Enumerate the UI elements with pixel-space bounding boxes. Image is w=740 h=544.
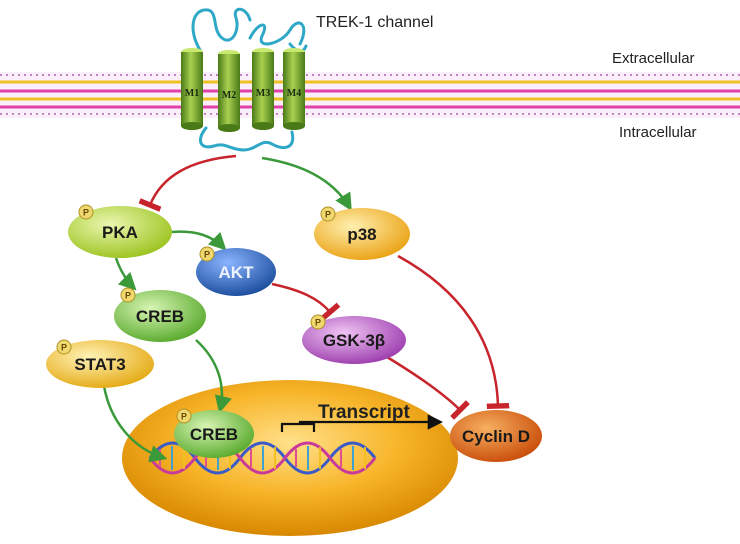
transcript-label: Transcript [318,402,411,423]
channel-label: TREK-1 channel [316,14,433,31]
svg-text:P: P [83,208,89,218]
cell-membrane [0,72,740,118]
segment-m2-label: M2 [222,90,236,101]
node-gsk3b-label: GSK-3β [323,331,385,350]
edge-stat3-activates-dna [102,385,168,463]
node-akt-label: AKT [219,263,255,282]
segment-m4-label: M4 [287,88,301,99]
node-cyclin-d-label: Cyclin D [462,427,530,446]
node-stat3-label: STAT3 [74,355,125,374]
segment-m1-label: M1 [185,88,199,99]
edge-gsk3b-inhibits-cyclin-d [381,352,470,420]
phospho-badge-p38: P [320,206,336,222]
edge-p38-inhibits-cyclin-d [397,254,510,410]
intracellular-label: Intracellular [619,124,697,141]
node-creb-nucleus: CREB [174,410,254,458]
svg-text:P: P [61,343,67,353]
edge-creb-activates-nuclear-creb [195,339,232,414]
svg-text:P: P [181,412,187,422]
phospho-badge-akt: P [199,246,215,262]
segment-m3-label: M3 [256,88,270,99]
node-pka: PKA [68,206,172,258]
edge-channel-inhibits-pka [138,154,237,212]
node-gsk3b: GSK-3β [302,316,406,364]
edge-pka-activates-creb [114,257,137,291]
node-stat3: STAT3 [46,340,154,388]
channel-loops [191,7,308,152]
phospho-badge-creb: P [120,287,136,303]
edges [102,154,510,463]
transcript-arrow [280,422,440,432]
transmembrane-segments: M1 M2 M3 M4 [181,48,305,132]
edge-akt-inhibits-gsk3b [271,282,341,322]
extracellular-label: Extracellular [612,50,695,67]
svg-text:P: P [125,291,131,301]
edge-pka-activates-akt [171,230,227,251]
trek1-channel: M1 M2 M3 M4 [181,7,308,152]
node-cyclin-d: Cyclin D [450,410,542,462]
svg-text:P: P [315,318,321,328]
node-p38: p38 [314,208,410,260]
node-creb-nucleus-label: CREB [190,425,238,444]
node-creb-label: CREB [136,307,184,326]
node-pka-label: PKA [102,223,138,242]
phospho-badge-stat3: P [56,339,72,355]
node-akt: AKT [196,248,276,296]
phospho-badge-creb-nucleus: P [176,408,192,424]
svg-text:P: P [325,210,331,220]
node-creb: CREB [114,290,206,342]
phospho-badge-gsk3b: P [310,314,326,330]
svg-text:P: P [204,250,210,260]
node-p38-label: p38 [347,225,376,244]
edge-channel-activates-p38 [261,156,352,212]
phospho-badge-pka: P [78,204,94,220]
